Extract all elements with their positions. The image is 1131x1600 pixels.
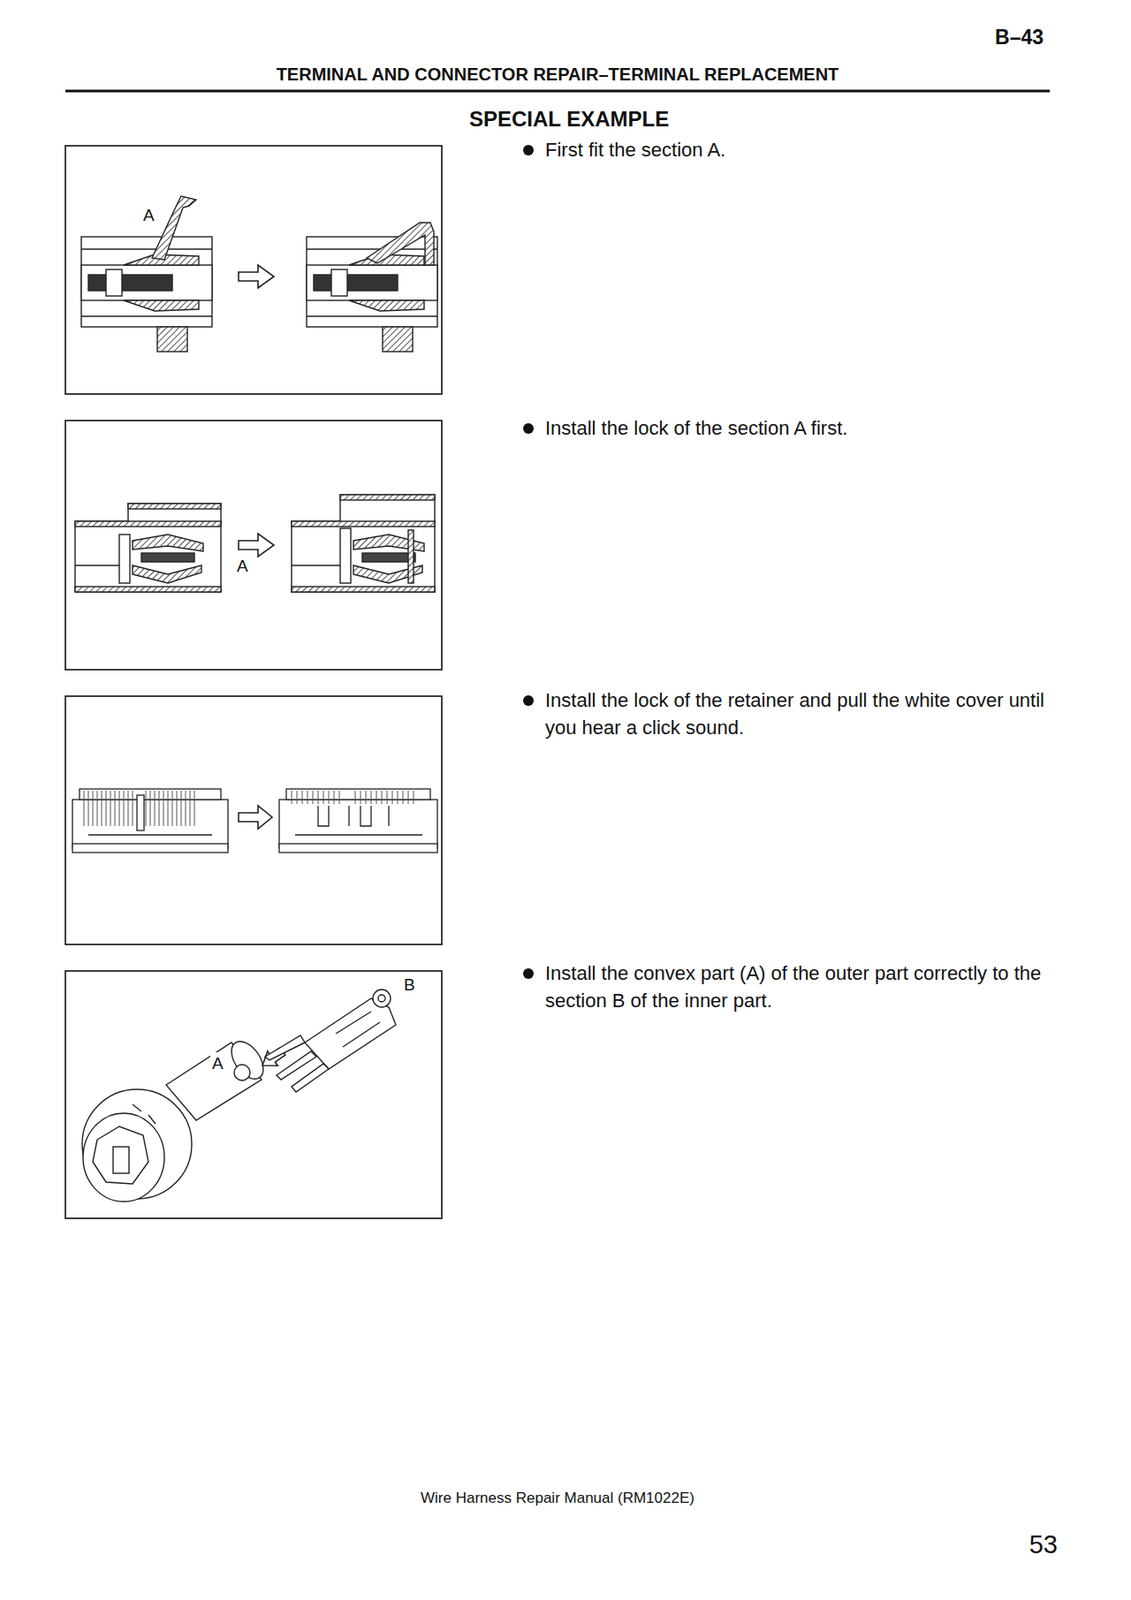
callout-letter: A [235,554,251,579]
instruction-text: Install the lock of the retainer and pul… [545,687,1058,743]
instruction-text: Install the convex part (A) of the outer… [545,960,1058,1016]
page-number: 53 [954,1526,1058,1564]
callout-letter: A [141,204,157,228]
retainer-connector-figure [72,789,438,853]
callout-letter: A [210,1052,226,1077]
callout-letter: B [402,973,418,998]
bullet-dots [523,144,534,980]
section-header: TERMINAL AND CONNECTOR REPAIR–TERMINAL R… [71,61,1044,87]
instruction-text: Install the lock of the section A first. [545,415,1058,443]
sub-heading: SPECIAL EXAMPLE [469,104,823,135]
header-rule [65,90,1050,93]
connector-lever-figure [81,196,438,352]
instruction-text: First fit the section A. [545,136,1058,165]
outer-inner-part-figure [82,989,396,1202]
connector-lock-figure [75,494,435,593]
figure-frames [65,145,442,1219]
page-footer: Wire Harness Repair Manual (RM1022E) [292,1487,823,1510]
page-code: B–43 [918,22,1044,52]
